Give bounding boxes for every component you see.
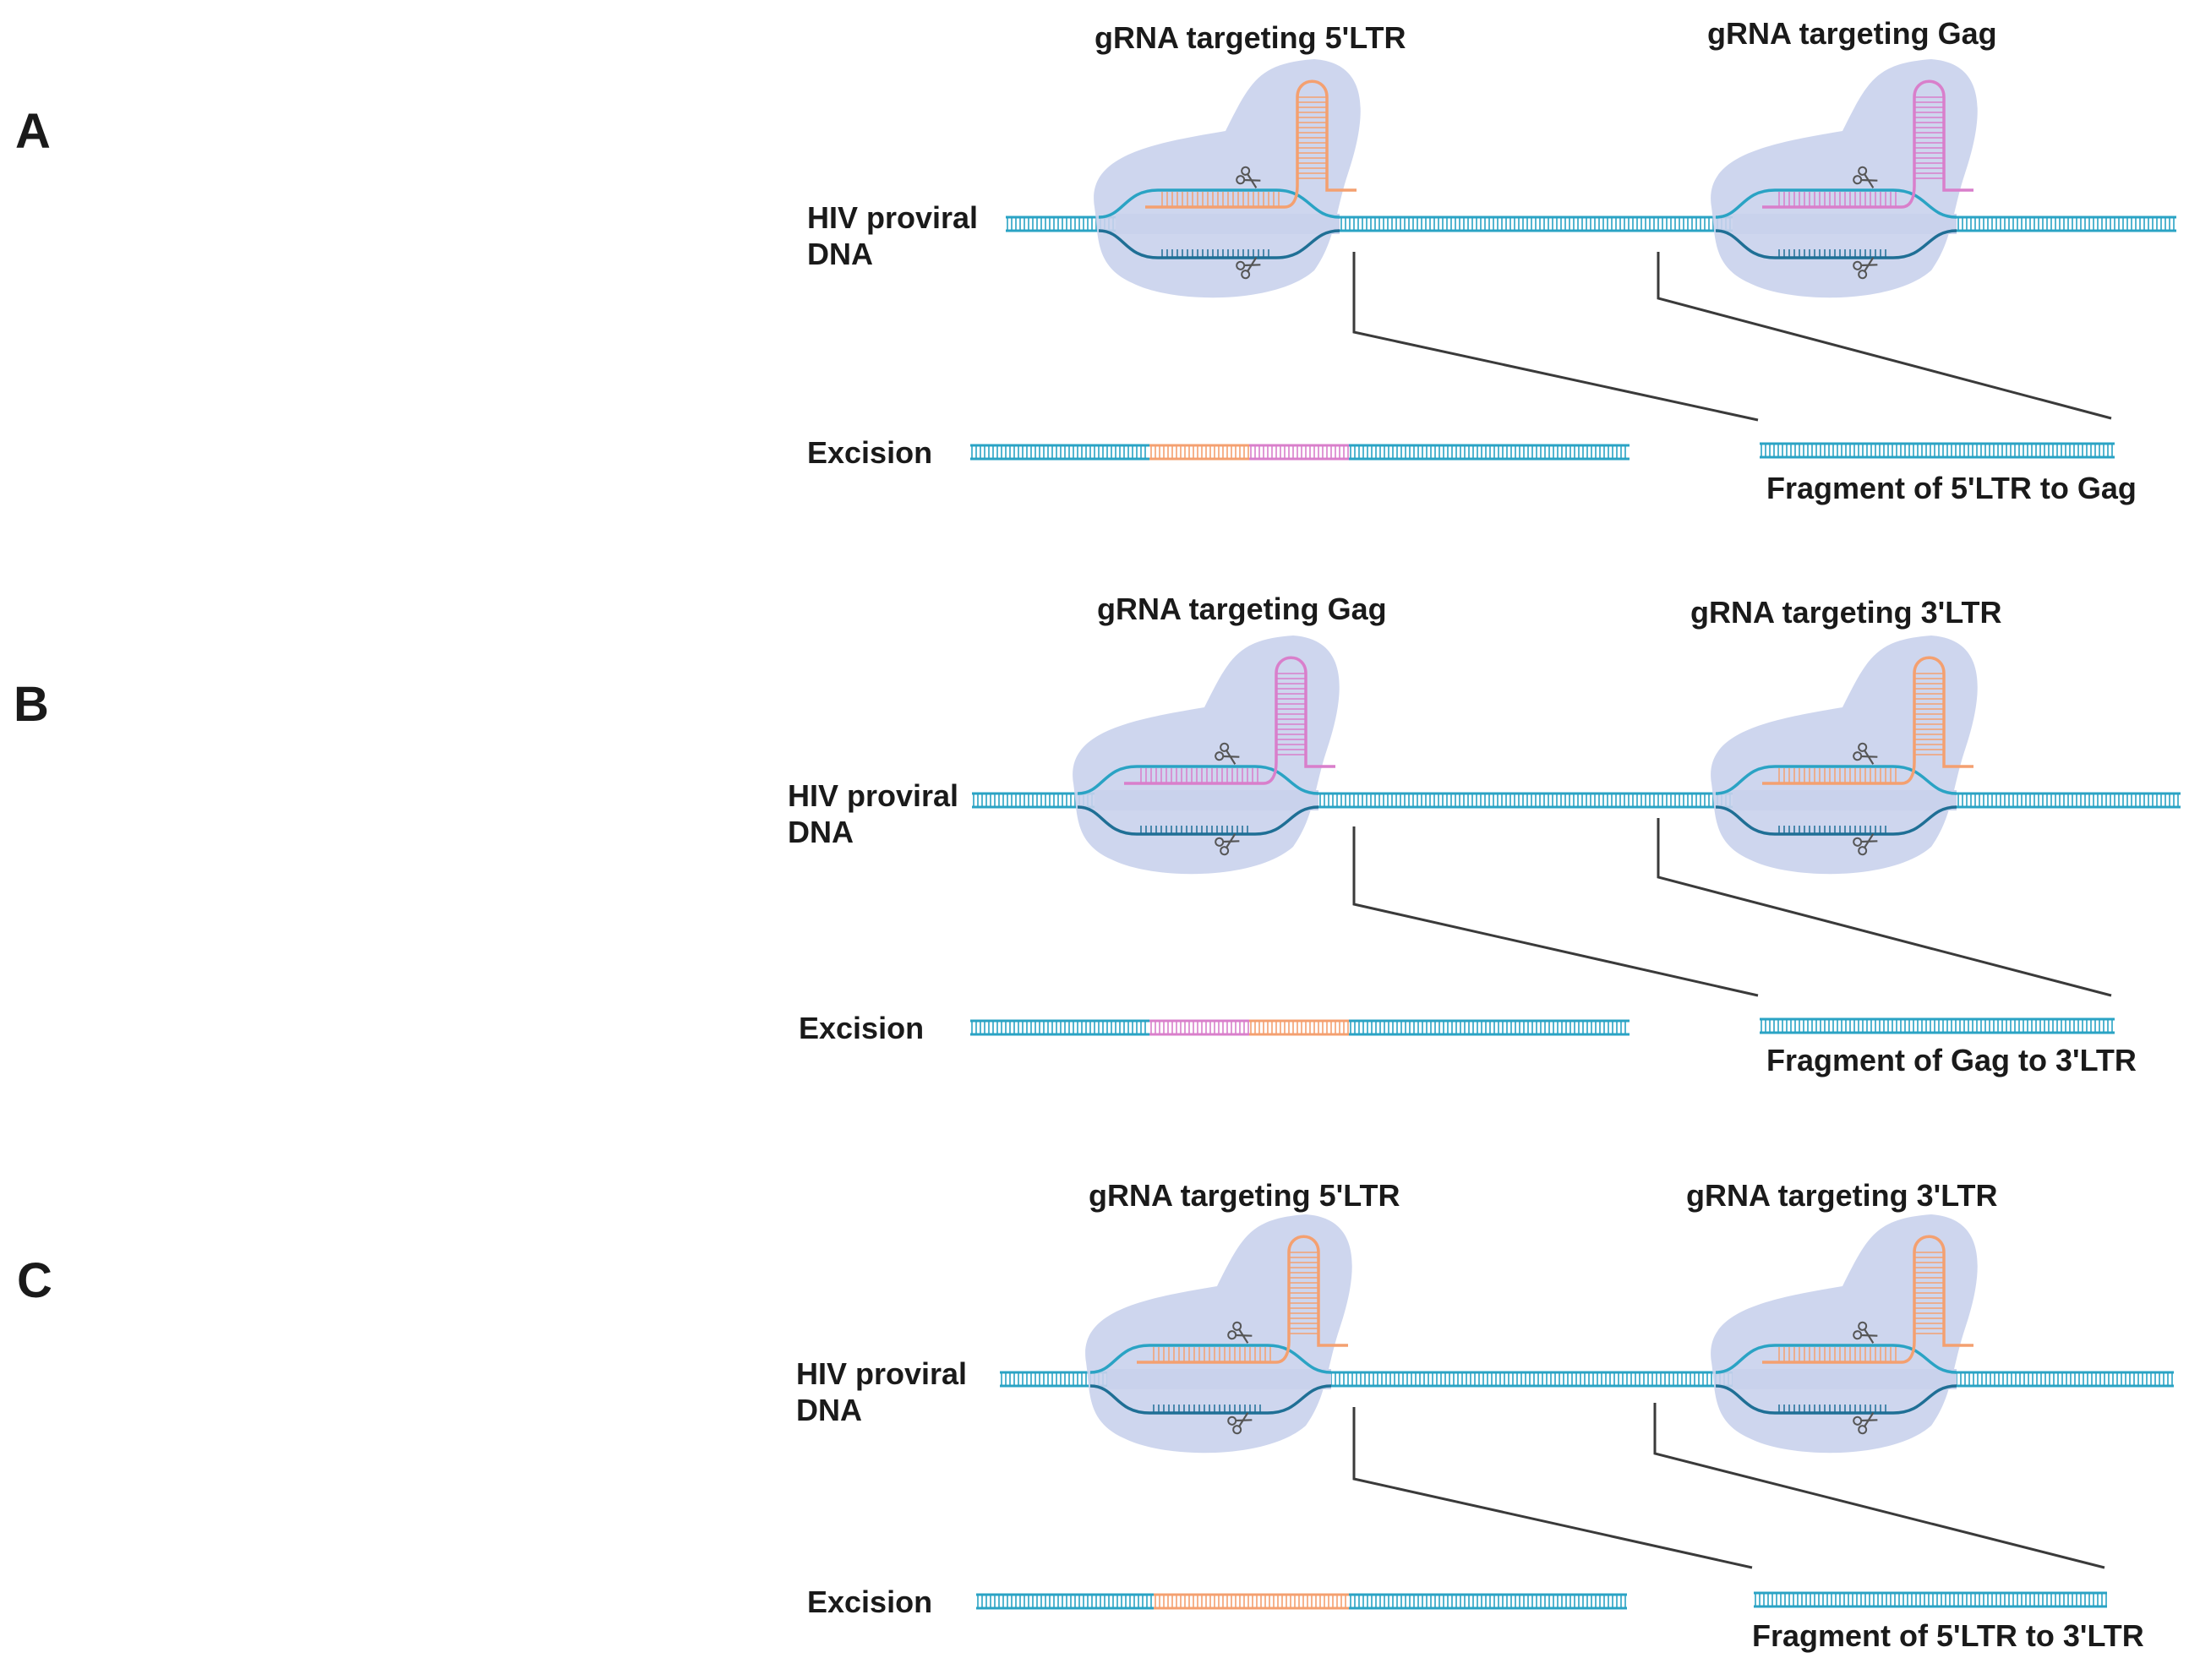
dna-bottom-strand [1715, 805, 1957, 836]
fragment-label: Fragment of Gag to 3'LTR [1766, 1043, 2137, 1077]
callout-line-right [1653, 1403, 2105, 1569]
panel-letter: B [14, 677, 49, 732]
callout-line-left [1352, 252, 1759, 422]
cas9-complex-left [1094, 59, 1361, 298]
ltr-segment [1149, 444, 1249, 461]
dna-label-line2: DNA [807, 237, 873, 271]
excision-dna [970, 444, 1630, 461]
dna-bottom-strand [1077, 805, 1319, 836]
excision-left-strand [970, 1019, 1149, 1036]
dna-label-line1: HIV proviral [788, 778, 958, 813]
panel-a: A HIV proviral DNA gRNA targeting 5'LTR … [15, 16, 2176, 505]
dna-bottom-strand [1098, 229, 1340, 259]
gag-segment [1149, 1019, 1249, 1036]
panel-letter: A [15, 104, 51, 159]
panel-c: C HIV proviral DNA gRNA targeting 5'LTR … [17, 1178, 2174, 1653]
cas9-protein [1094, 59, 1361, 298]
callout-line-left [1352, 826, 1759, 997]
ltr-segment [1154, 1593, 1349, 1610]
cas9-complex-right [1711, 635, 1978, 875]
excision-label: Excision [799, 1011, 924, 1045]
fragment-label: Fragment of 5'LTR to 3'LTR [1752, 1618, 2144, 1653]
dna-bottom-strand [1089, 1384, 1332, 1415]
dna-top-strand [1715, 765, 1957, 795]
fragment-label: Fragment of 5'LTR to Gag [1766, 471, 2137, 505]
cas9-complex-right [1711, 59, 1978, 298]
panel-letter: C [17, 1253, 52, 1308]
fragment-dna [1760, 442, 2115, 459]
cas9-complex-left [1085, 1214, 1352, 1454]
fragment-dna [1754, 1591, 2107, 1608]
cas9-complex-right [1711, 1214, 1978, 1454]
cas9-protein [1073, 635, 1340, 875]
fragment-strand [1760, 442, 2115, 459]
cas9-complex-left [1073, 635, 1340, 875]
excision-label: Excision [807, 435, 932, 470]
fragment-strand [1754, 1591, 2107, 1608]
dna-top-strand [1098, 188, 1340, 219]
cas9-protein [1085, 1214, 1352, 1454]
callout-line-right [1657, 818, 2112, 997]
excision-right-strand [1349, 1593, 1627, 1610]
excision-dna [970, 1019, 1630, 1036]
callout-line-left [1352, 1407, 1753, 1569]
excision-left-strand [970, 444, 1149, 461]
cas9-protein [1711, 59, 1978, 298]
grna-right-label: gRNA targeting Gag [1707, 16, 1997, 51]
grna-right-label: gRNA targeting 3'LTR [1686, 1178, 1998, 1213]
dna-bottom-strand [1715, 1384, 1957, 1415]
fragment-strand [1760, 1017, 2115, 1034]
dna-label-line2: DNA [796, 1393, 862, 1427]
dna-top-strand [1715, 1344, 1957, 1374]
dna-label-line1: HIV proviral [807, 200, 978, 235]
grna-left-label: gRNA targeting 5'LTR [1095, 20, 1406, 55]
callout-line-right [1657, 252, 2112, 420]
dna-top-strand [1077, 765, 1319, 795]
fragment-dna [1760, 1017, 2115, 1034]
ltr-segment [1249, 1019, 1349, 1036]
dna-label-line1: HIV proviral [796, 1356, 967, 1391]
excision-right-strand [1349, 444, 1630, 461]
cas9-protein [1711, 1214, 1978, 1454]
grna-left-label: gRNA targeting Gag [1097, 592, 1387, 626]
excision-right-strand [1349, 1019, 1630, 1036]
cas9-protein [1711, 635, 1978, 875]
excision-dna [976, 1593, 1627, 1610]
grna-left-label: gRNA targeting 5'LTR [1089, 1178, 1400, 1213]
dna-top-strand [1089, 1344, 1332, 1374]
grna-right-label: gRNA targeting 3'LTR [1690, 595, 2002, 630]
excision-label: Excision [807, 1585, 932, 1619]
excision-left-strand [976, 1593, 1154, 1610]
gag-segment [1249, 444, 1349, 461]
panel-b: B HIV proviral DNA gRNA targeting Gag gR… [14, 592, 2181, 1077]
dna-label-line2: DNA [788, 815, 854, 849]
dna-top-strand [1715, 188, 1957, 219]
dna-bottom-strand [1715, 229, 1957, 259]
